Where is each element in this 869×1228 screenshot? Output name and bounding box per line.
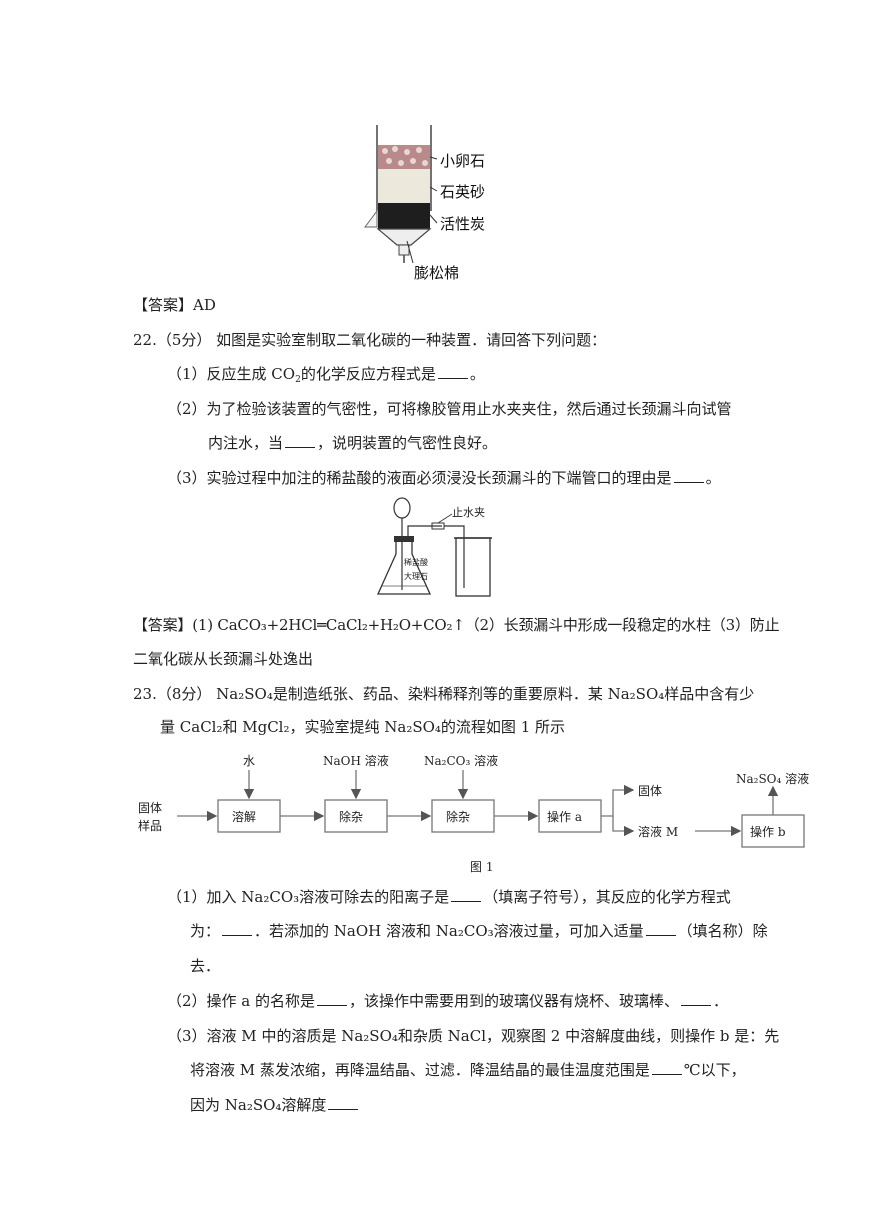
co2-label-clamp: 止水夹 xyxy=(452,506,485,519)
filter-label-cotton: 膨松棉 xyxy=(414,264,460,282)
flow-reagent-na2co3: Na₂CO₃ 溶液 xyxy=(424,754,499,768)
flow-out-solution-m: 溶液 M xyxy=(638,825,679,839)
flow-box-operation-a-label: 操作 a xyxy=(547,810,582,824)
q22-part3: （3）实验过程中加注的稀盐酸的液面必须浸没长颈漏斗的下端管口的理由是。 xyxy=(167,468,721,487)
answer-blank[interactable] xyxy=(285,433,316,448)
q23-part3-line3: 因为 Na₂SO₄溶解度 xyxy=(190,1094,360,1115)
answer-blank[interactable] xyxy=(681,991,712,1006)
flow-product: Na₂SO₄ 溶液 xyxy=(736,772,810,786)
co2-label-acid: 稀盐酸 xyxy=(404,558,428,567)
flow-box-dissolve-label: 溶解 xyxy=(232,810,257,824)
flowchart-figure-1 xyxy=(135,752,815,877)
flow-caption: 图 1 xyxy=(470,860,494,874)
answer-blank[interactable] xyxy=(317,991,348,1006)
answer-blank[interactable] xyxy=(222,921,253,936)
q23-stem-line2: 量 CaCl₂和 MgCl₂，实验室提纯 Na₂SO₄的流程如图 1 所示 xyxy=(160,718,566,736)
flow-reagent-water: 水 xyxy=(243,754,256,768)
flowchart-diagram xyxy=(177,770,805,848)
flow-reagent-naoh: NaOH 溶液 xyxy=(323,754,389,768)
q23-stem-line1: 23.（8分） Na₂SO₄是制造纸张、药品、染料稀释剂等的重要原料．某 Na₂… xyxy=(133,685,755,703)
q23-part1-line3: 去． xyxy=(190,957,221,975)
answer-22-line2: 二氧化碳从长颈漏斗处逸出 xyxy=(133,650,314,668)
filter-label-quartz-sand: 石英砂 xyxy=(440,183,486,201)
q23-part2: （2）操作 a 的名称是，该操作中需要用到的玻璃仪器有烧杯、玻璃棒、． xyxy=(167,991,729,1010)
q22-stem: 22.（5分） 如图是实验室制取二氧化碳的一种装置．请回答下列问题： xyxy=(133,331,607,349)
flow-box-operation-b-label: 操作 b xyxy=(750,825,786,839)
co2-apparatus-diagram xyxy=(376,497,492,597)
filter-label-pebbles: 小卵石 xyxy=(440,152,486,170)
filter-label-activated-carbon: 活性炭 xyxy=(440,215,486,233)
answer-blank[interactable] xyxy=(437,364,468,379)
filter-diagram xyxy=(364,125,438,264)
flow-out-solid: 固体 xyxy=(638,784,663,798)
co2-label-marble: 大理石 xyxy=(404,572,428,581)
co2-apparatus-figure xyxy=(372,496,502,606)
q22-part2-line1: （2）为了检验该装置的气密性，可将橡胶管用止水夹夹住，然后通过长颈漏斗向试管 xyxy=(167,400,732,418)
q23-part1-line1: （1）加入 Na₂CO₃溶液可除去的阳离子是（填离子符号），其反应的化学方程式 xyxy=(167,887,731,906)
answer-blank[interactable] xyxy=(651,1060,682,1075)
flow-input-line1: 固体 xyxy=(138,801,163,815)
flow-box-impurity-1-label: 除杂 xyxy=(339,810,364,824)
q23-part3-line2: 将溶液 M 蒸发浓缩，再降温结晶、过滤．降温结晶的最佳温度范围是℃以下， xyxy=(190,1060,746,1079)
filter-figure xyxy=(355,123,515,283)
answer-blank[interactable] xyxy=(673,468,704,483)
answer-21: 【答案】AD xyxy=(133,296,216,314)
answer-22-line1: 【答案】(1) CaCO₃+2HCl═CaCl₂+H₂O+CO₂↑（2）长颈漏斗… xyxy=(133,616,780,634)
q23-part1-line2: 为：．若添加的 NaOH 溶液和 Na₂CO₃溶液过量，可加入适量（填名称）除 xyxy=(190,921,768,940)
flow-input-line2: 样品 xyxy=(138,819,163,833)
flow-box-impurity-2-label: 除杂 xyxy=(446,810,471,824)
answer-blank[interactable] xyxy=(328,1095,359,1110)
q22-part1: （1）反应生成 CO2的化学反应方程式是。 xyxy=(167,364,485,385)
q23-part3-line1: （3）溶液 M 中的溶质是 Na₂SO₄和杂质 NaCl，观察图 2 中溶解度曲… xyxy=(167,1027,780,1045)
answer-blank[interactable] xyxy=(645,921,676,936)
q22-part2-line2: 内注水，当，说明装置的气密性良好。 xyxy=(208,433,498,452)
answer-blank[interactable] xyxy=(451,887,482,902)
